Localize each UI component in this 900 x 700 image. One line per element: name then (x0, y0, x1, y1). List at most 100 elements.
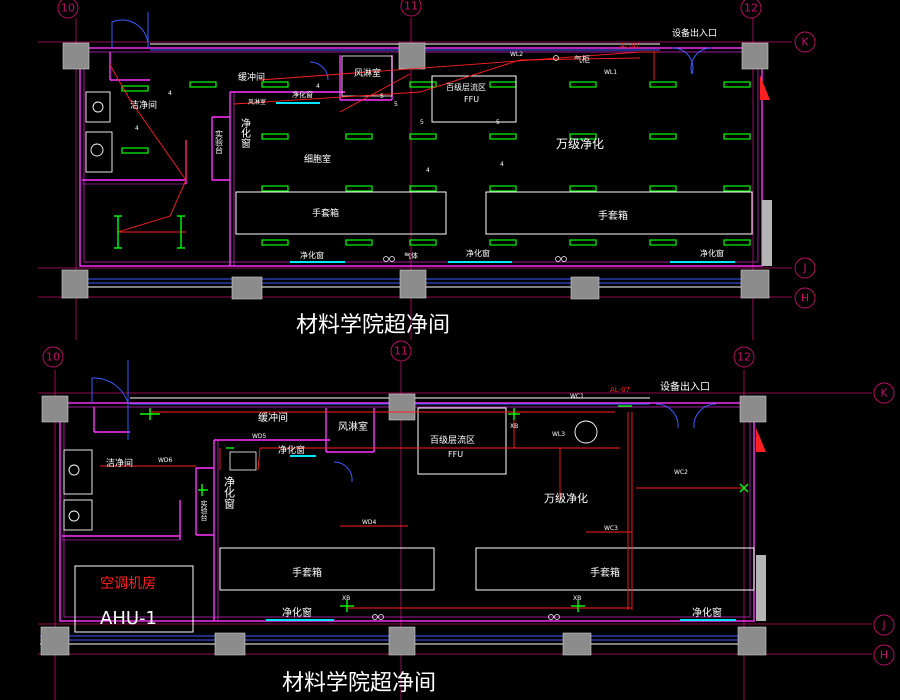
light-fixture-icon (121, 85, 149, 92)
plan2-windows (266, 455, 736, 621)
light-fixture-icon (649, 239, 677, 246)
plan1-markers (114, 215, 185, 249)
light-fixture-icon (489, 133, 517, 140)
plan1-room-clean: 洁净间 (130, 99, 157, 111)
plan2-room-class-10k: 万级净化 (544, 491, 588, 505)
plan2-small-device (229, 451, 257, 471)
axis-label-11-bottom: 11 (394, 345, 408, 358)
plan2-window-label-2: 净化窗 (282, 606, 312, 619)
plan2-pipe-wc3: WC3 (604, 525, 618, 532)
plan2-ahu-room: 空调机房 (100, 576, 156, 592)
light-fixture-icon (649, 81, 677, 88)
plan2-pipe-xb1: XB (510, 423, 518, 430)
plan1-num-2: 4 (135, 125, 139, 132)
light-fixture-icon (189, 81, 217, 88)
axis-label-12-top: 12 (744, 2, 758, 15)
plan2-room-clean: 洁净间 (106, 457, 133, 469)
axis-label-j-bottom: J (881, 619, 885, 632)
plan2-columns (40, 393, 767, 656)
plan1-gas-cabinet: 气柜 (574, 54, 590, 64)
plan1-room-class-10k: 万级净化 (556, 137, 604, 151)
light-fixture-icon (345, 133, 373, 140)
plan2-pipe-xb2: XB (342, 595, 350, 602)
plan2-doors (91, 360, 717, 483)
plan1-pipe-al01: AL-01 (620, 42, 640, 50)
light-fixture-icon (409, 81, 437, 88)
light-fixture-icon (489, 239, 517, 246)
plan2-red-triangle (756, 428, 766, 452)
light-fixture-icon (345, 185, 373, 192)
plan2-equipment-entrance: 设备出入口 (660, 380, 710, 393)
plan2-small-circles (372, 614, 560, 620)
plan1-doors (111, 12, 713, 81)
plan1-window-label-vertical: 净化窗 (239, 117, 251, 149)
plan1-num-4: 4 (426, 167, 430, 174)
axis-label-j-top: J (802, 262, 806, 275)
plan2-wiring (100, 411, 742, 610)
plan2-pipe-wd6: WD6 (158, 457, 173, 464)
plan1-num-8: 5 (420, 119, 424, 126)
light-fixture-icon (723, 185, 751, 192)
light-fixture-icon (345, 239, 373, 246)
plan1-small-circles (383, 55, 567, 262)
plan1-room-glovebox-2: 手套箱 (598, 209, 628, 222)
axis-label-k-top: K (801, 36, 809, 49)
plan2-sinks (63, 449, 93, 531)
plan2-pipe-xb3: XB (573, 595, 581, 602)
plan1-small-label-gas: 气体 (404, 251, 418, 260)
plan2-title: 材料学院超净间 (282, 671, 436, 696)
light-fixture-icon (121, 147, 149, 154)
light-fixture-icon (261, 185, 289, 192)
plan2-pipe-wc1: WC1 (570, 393, 584, 400)
plan2-ffu-box (417, 407, 507, 475)
plan1-equipment-entrance: 设备出入口 (672, 27, 717, 39)
light-fixture-icon (723, 239, 751, 246)
light-fixture-icon (723, 133, 751, 140)
plan2-room-glovebox-1: 手套箱 (292, 566, 322, 579)
plan2-green-fixtures (140, 405, 749, 612)
plan1-num-5: 4 (500, 161, 504, 168)
light-fixture-icon (569, 185, 597, 192)
axis-label-11-top: 11 (404, 0, 418, 13)
plan1-room-ffu-zone: 百级层流区 (446, 82, 486, 92)
axis-label-k-bottom: K (880, 387, 888, 400)
plan2-window-label-vertical: 净化窗 (223, 475, 236, 510)
plan2-round-fixture (574, 420, 598, 444)
plan2-right-panel (756, 555, 766, 621)
plan1-num-6: 5 (380, 93, 384, 100)
plan2-ahu-unit: AHU-1 (100, 608, 157, 629)
plan2-room-air-shower: 风淋室 (338, 420, 368, 433)
light-fixture-icon (569, 81, 597, 88)
plan1-num-7: 5 (394, 101, 398, 108)
plan1-window-label-3: 净化窗 (700, 248, 724, 258)
light-fixture-icon (489, 185, 517, 192)
plan1-wiring (109, 51, 660, 233)
plan2-lab-table-label: 实验台 (200, 499, 208, 522)
plan1: 洁净间 缓冲间 风淋室 百级层流区 FFU 万级净化 细胞室 手套箱 手套箱 设… (61, 12, 772, 338)
plan1-pipe-wl1: WL1 (604, 69, 617, 76)
axis-label-h-top: H (801, 292, 809, 305)
axis-label-10-bottom: 10 (46, 351, 60, 364)
light-fixture-icon (409, 133, 437, 140)
light-fixture-icon (409, 185, 437, 192)
axis-bubbles (42, 0, 895, 666)
plan2-glovebox-right (475, 547, 755, 591)
plan2-pipe-wd5: WD5 (252, 433, 267, 440)
plan1-glovebox-left (235, 191, 447, 235)
plan2-ahu-box (74, 565, 194, 633)
plan1-room-glovebox-1: 手套箱 (312, 207, 339, 219)
plan1-small-label-shower: 风淋室 (248, 98, 266, 106)
light-fixture-icon (723, 81, 751, 88)
plan1-window-label-1: 净化窗 (300, 250, 324, 260)
plan1-window-label-2: 净化窗 (466, 248, 490, 258)
plan2-pipe-al07: AL-07 (610, 386, 630, 394)
plan2-window-label-1: 净化窗 (278, 444, 305, 456)
plan2-room-buffer: 缓冲间 (258, 411, 288, 424)
plan1-num-3: 4 (316, 83, 320, 90)
light-fixture-icon (649, 133, 677, 140)
plan1-ffu-box (431, 75, 517, 123)
axis-label-12-bottom: 12 (737, 351, 751, 364)
light-fixture-icon (569, 239, 597, 246)
plan1-room-air-shower: 风淋室 (354, 67, 381, 79)
